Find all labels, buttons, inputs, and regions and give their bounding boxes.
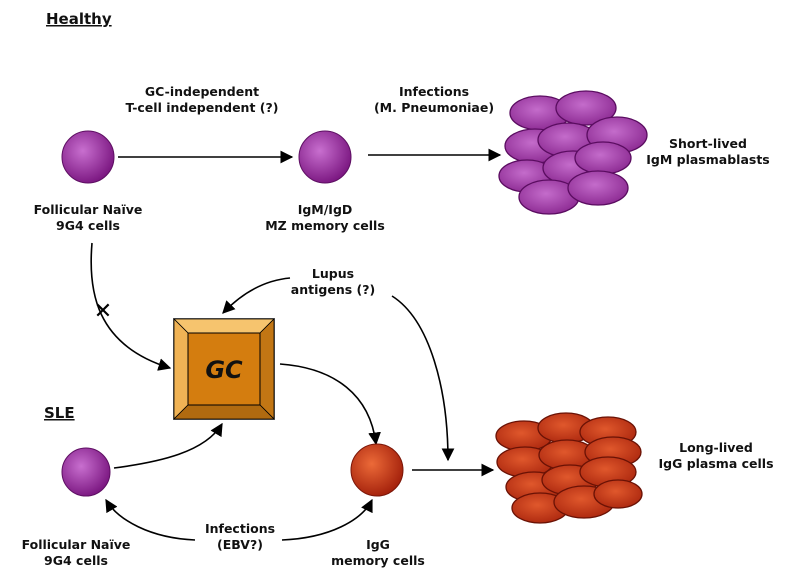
label-lupus-antigens: antigens (?) bbox=[291, 282, 375, 297]
header-healthy: Healthy bbox=[46, 10, 112, 28]
mz-memory-cell bbox=[298, 130, 352, 184]
arrow-ebv-to-igg-memory bbox=[281, 498, 373, 541]
arrow-naive-sle-to-gc bbox=[113, 422, 223, 469]
arrow-lupus-to-plasma bbox=[391, 295, 455, 462]
igg-memory-cell bbox=[350, 443, 404, 497]
label-lupus: Lupus bbox=[312, 266, 354, 281]
label-igm-igd: IgM/IgD bbox=[298, 202, 353, 217]
label-naive-top: Follicular Naïve bbox=[34, 202, 143, 217]
label-long-lived: Long-lived bbox=[679, 440, 753, 455]
label-gc-independent: GC-independent bbox=[145, 84, 259, 99]
naive-cell-sle bbox=[61, 447, 111, 497]
label-igg: IgG bbox=[366, 537, 390, 552]
igg-plasma-cell-cluster bbox=[495, 412, 643, 524]
label-naive-bottom: Follicular Naïve bbox=[22, 537, 131, 552]
label-infections-top: Infections bbox=[399, 84, 469, 99]
arrow-ebv-to-naive bbox=[105, 498, 196, 541]
germinal-center-box bbox=[173, 318, 275, 420]
label-9g4-bottom: 9G4 cells bbox=[44, 553, 108, 568]
arrow-gc-to-igg-memory bbox=[279, 363, 381, 446]
label-infections-bottom: Infections bbox=[205, 521, 275, 536]
label-igm-plasmablasts: IgM plasmablasts bbox=[646, 152, 769, 167]
label-9g4-top: 9G4 cells bbox=[56, 218, 120, 233]
igm-plasmablast-cluster bbox=[498, 90, 648, 215]
label-ebv: (EBV?) bbox=[217, 537, 263, 552]
blocked-x-icon: ✕ bbox=[94, 299, 112, 324]
arrow-naive-to-gc-blocked bbox=[90, 242, 172, 371]
gc-label: GC bbox=[205, 356, 243, 384]
label-t-cell-independent: T-cell independent (?) bbox=[126, 100, 279, 115]
header-sle: SLE bbox=[44, 404, 75, 422]
label-short-lived: Short-lived bbox=[669, 136, 747, 151]
label-igg-memory: memory cells bbox=[331, 553, 425, 568]
naive-cell-healthy bbox=[61, 130, 115, 184]
label-igg-plasma: IgG plasma cells bbox=[658, 456, 773, 471]
label-m-pneumoniae: (M. Pneumoniae) bbox=[374, 100, 494, 115]
arrow-lupus-to-gc bbox=[222, 277, 291, 314]
label-mz-memory: MZ memory cells bbox=[265, 218, 385, 233]
